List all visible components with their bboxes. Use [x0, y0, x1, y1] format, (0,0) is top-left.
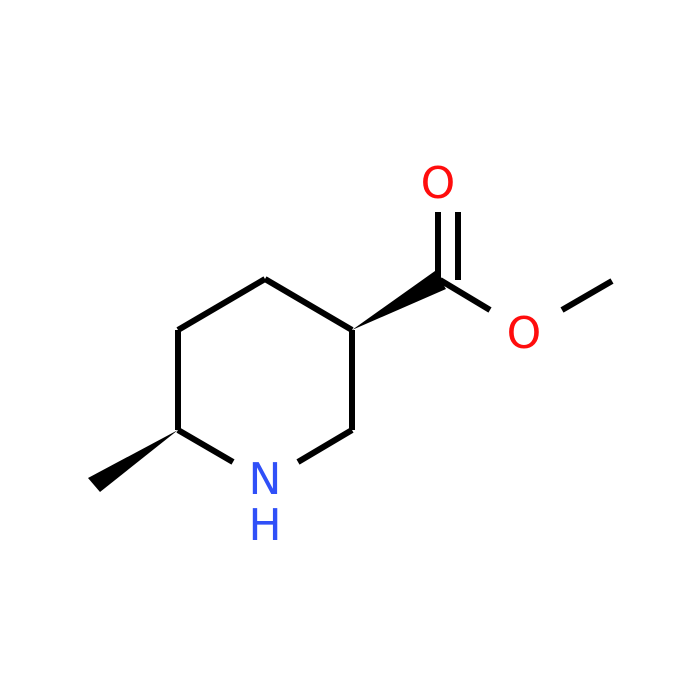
bond-c3-c4: [263, 276, 354, 333]
bond-c2-c3: [176, 276, 267, 333]
atom-label-carbonyl-oxygen: O: [421, 158, 456, 209]
atom-label-ester-oxygen: O: [507, 308, 542, 359]
atom-label-ring-nitrogen: N: [249, 454, 282, 505]
wedge-bond-c6-methyl: [88, 430, 178, 492]
bond-ester-oxygen-methyl: [560, 278, 614, 313]
bond-carbonyl-ester-oxygen: [438, 277, 492, 313]
bond-c5-n: [296, 427, 354, 465]
wedge-bond-c4-carbonyl: [352, 271, 446, 330]
atom-label-ring-nitrogen-hydrogen: H: [248, 500, 281, 551]
bond-n-c6: [176, 427, 235, 465]
